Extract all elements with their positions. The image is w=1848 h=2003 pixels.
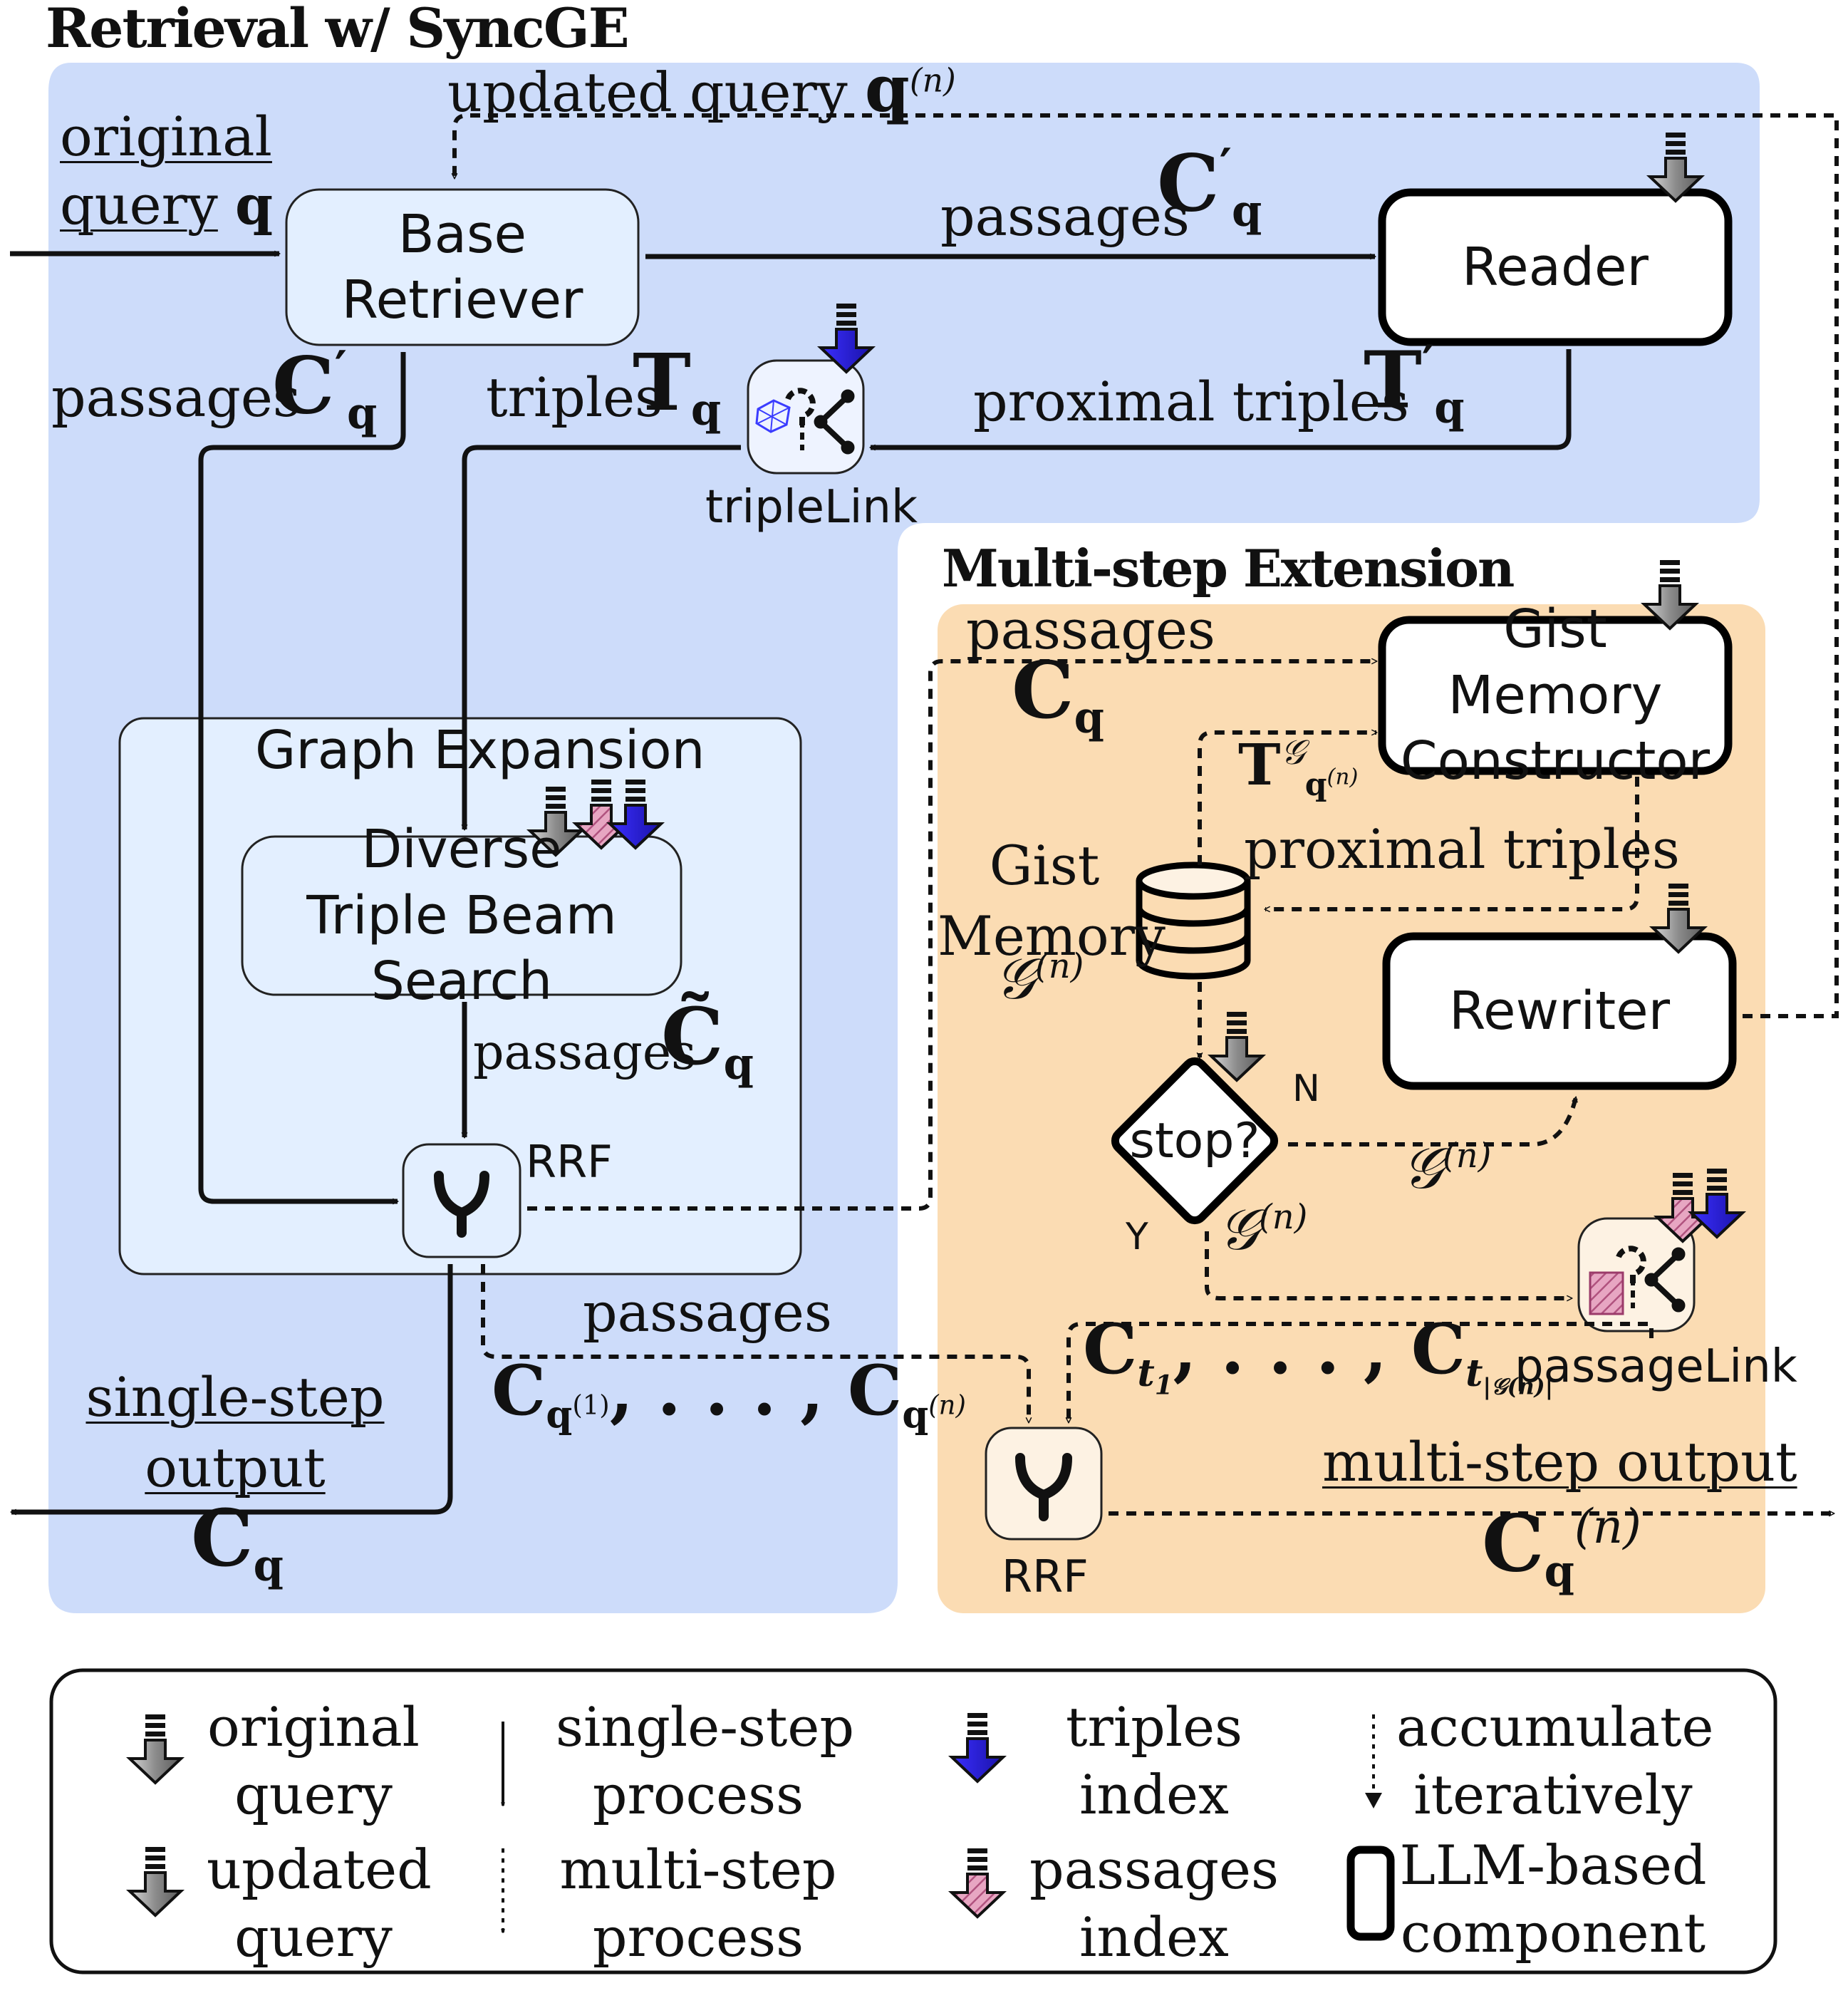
rrf2-box (985, 1427, 1103, 1541)
cq-prime-top: C′q (1157, 137, 1262, 237)
beam-search-label: Diverse Triple Beam Search (306, 819, 617, 1013)
tq-g-label: T𝒢q(n) (1238, 730, 1359, 804)
triples-label: triples (486, 366, 663, 429)
rrf1-box (402, 1143, 521, 1258)
gist-constructor-box (1378, 616, 1733, 775)
rrf2-label: RRF (1002, 1551, 1089, 1603)
passages-beam-label: passages (473, 1025, 697, 1081)
stop-diamond (1111, 1057, 1279, 1225)
merge-icon (434, 1171, 1072, 1521)
dashed-edges (455, 113, 1839, 1513)
passages-top-label: passages (940, 185, 1190, 248)
proximal-triples-ms-label: proximal triples (1244, 817, 1680, 881)
gist-memory-label: Gist Memory (938, 834, 1166, 968)
gist-constructor-label: Gist Memory Constructor (1400, 599, 1711, 792)
cq-seq-label: Cq(1), . . . , Cq(n) (492, 1350, 966, 1437)
updated-query-label: updated query q(n) (447, 51, 956, 127)
retrieval-title: Retrieval w/ SyncGE (46, 0, 630, 60)
reader-box (1378, 188, 1733, 346)
cq-ms: Cq (1012, 644, 1104, 744)
rewriter-label: Rewriter (1448, 980, 1671, 1042)
passages-left-label: passages (51, 366, 301, 429)
multistep-region (938, 604, 1765, 1613)
y-label: Y (1126, 1216, 1148, 1258)
solid-edges (10, 254, 1572, 1512)
passagelink-label: passageLink (1515, 1340, 1797, 1393)
reader-label: Reader (1462, 236, 1649, 298)
g-n-below: 𝒢(n) (1218, 1196, 1308, 1263)
cq-n-label: Cq(n) (1482, 1497, 1641, 1597)
n-label: N (1292, 1067, 1320, 1110)
cq-prime-left: C′q (272, 339, 378, 439)
tq-label: Tq (633, 336, 722, 436)
proximal-triples-top-label: proximal triples (973, 370, 1409, 433)
link-icon-passage (1589, 1246, 1686, 1315)
cq-single: Cq (191, 1492, 284, 1592)
original-query-label-2: query q (60, 173, 274, 237)
stop-label: stop? (1129, 1112, 1260, 1169)
base-retriever-box (285, 188, 640, 346)
rrf1-label: RRF (526, 1136, 613, 1188)
ct-seq-label: Ct1, . . . , Ct|𝒢(n)| (1083, 1309, 1554, 1402)
graph-expansion-title: Graph Expansion (255, 720, 705, 781)
triplelink-box (747, 359, 865, 475)
cq-tilde: C̃q (661, 990, 754, 1090)
database-icon (1136, 861, 1251, 980)
passages-ms-label: passages (966, 598, 1215, 661)
g-n-right: 𝒢(n) (1402, 1134, 1492, 1201)
multi-step-output-label: multi-step output (1322, 1430, 1797, 1494)
triplelink-label: tripleLink (705, 481, 918, 534)
gist-memory-symbol: 𝒢(n) (995, 945, 1084, 1012)
passages-bottom-label: passages (583, 1280, 832, 1344)
legend-box (49, 1668, 1777, 1974)
beam-search-box (241, 835, 682, 996)
legend-llm-box (1346, 1846, 1395, 1941)
base-retriever-label: Base Retriever (341, 203, 583, 331)
legend-accum-head (1365, 1793, 1382, 1808)
multistep-title: Multi-step Extension (942, 538, 1515, 599)
tq-prime-label: T′q (1364, 333, 1465, 433)
original-query-label-1: original (60, 105, 272, 168)
rewriter-box (1382, 932, 1737, 1090)
link-icon-triple (755, 388, 855, 455)
